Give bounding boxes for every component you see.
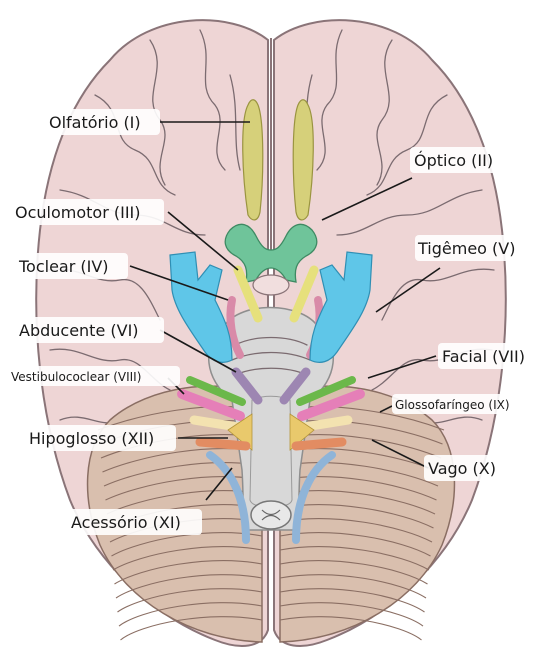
label-optic: Óptico (II) [414, 151, 493, 170]
label-trochlear: Toclear (IV) [18, 257, 109, 276]
label-trigeminal: Tigêmeo (V) [417, 239, 515, 258]
medulla [250, 396, 292, 507]
label-glossopharyngeal: Glossofaríngeo (IX) [395, 398, 510, 412]
label-oculomotor: Oculomotor (III) [15, 203, 141, 222]
label-vagus: Vago (X) [428, 459, 496, 478]
label-olfactory: Olfatório (I) [49, 113, 141, 132]
hypophysis-stalk [253, 275, 289, 295]
olfactory-bulb-right [293, 100, 313, 220]
olfactory-bulb-left [243, 100, 263, 220]
label-facial: Facial (VII) [442, 347, 525, 366]
label-accessory: Acessório (XI) [71, 513, 181, 532]
vagus-nerve-left [200, 442, 246, 446]
label-hypoglossal: Hipoglosso (XII) [29, 429, 154, 448]
label-abducens: Abducente (VI) [19, 321, 139, 340]
spinal-cord-section [251, 501, 291, 529]
label-vestibulocochlear: Vestibulococlear (VIII) [11, 370, 141, 384]
vagus-nerve-right [296, 442, 342, 446]
